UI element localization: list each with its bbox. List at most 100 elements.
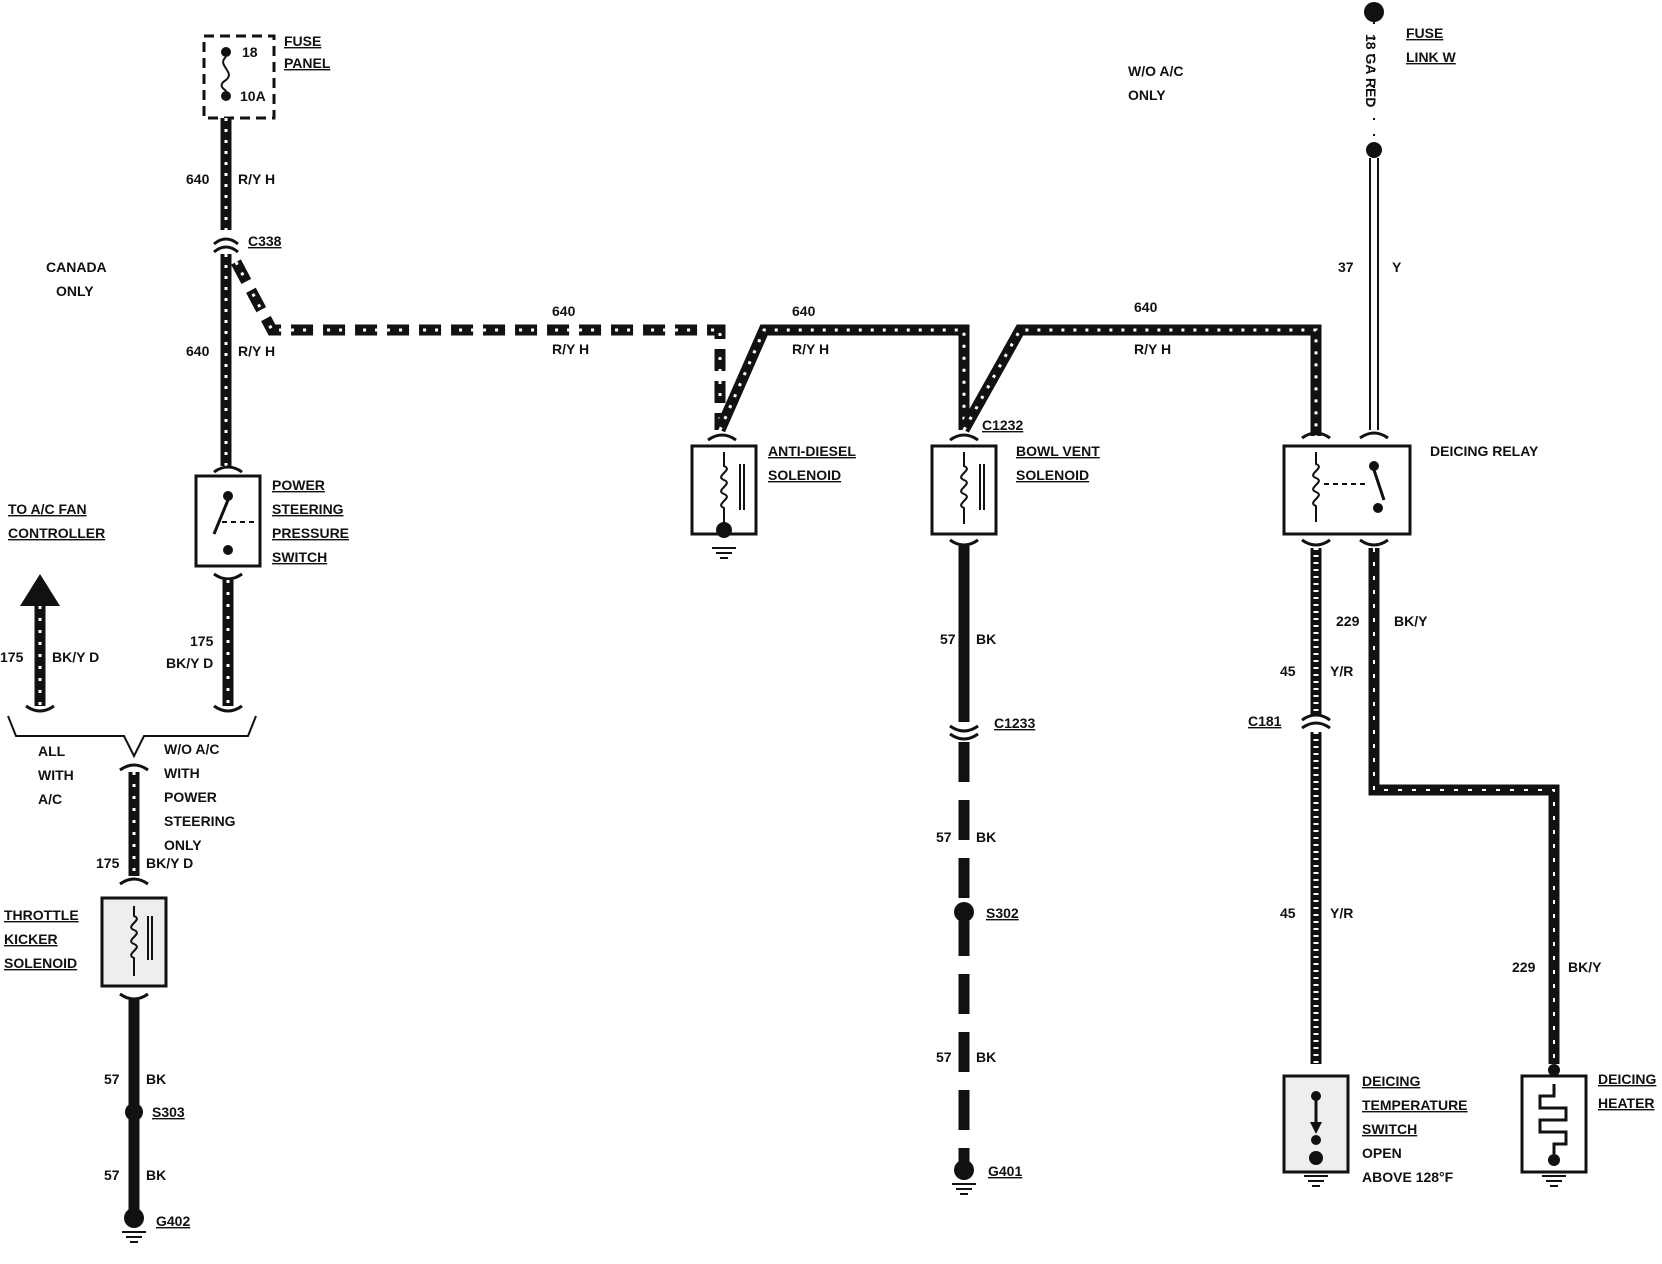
fuse-rating: 10A [240,88,266,104]
wire-640-left-color: R/Y H [238,343,275,359]
anti-diesel-solenoid: ANTI-DIESEL SOLENOID [690,433,856,559]
all-with-ac-3: A/C [38,791,62,807]
fuse-link-w: 18 GA RED FUSE LINK W 37 Y [1338,2,1457,430]
deicing-temperature-switch: DEICING TEMPERATURE SWITCH OPEN ABOVE 12… [1282,1073,1468,1187]
wire-640-a-number: 640 [552,303,576,319]
wo-ac-ps-5: ONLY [164,837,202,853]
wire-57-b-number: 57 [104,1167,120,1183]
wire-229-b-number: 229 [1512,959,1536,975]
temp-switch-label-3: SWITCH [1362,1121,1417,1137]
wire-640-horizontal: 640 R/Y H 640 R/Y H 640 R/Y H [231,259,1322,436]
temp-switch-note-2: ABOVE 128°F [1362,1169,1454,1185]
wire-45-b-number: 45 [1280,905,1296,921]
fuse-panel: 18 10A FUSE PANEL [202,33,331,120]
temp-switch-label-2: TEMPERATURE [1362,1097,1468,1113]
deicing-relay-label: DEICING RELAY [1430,443,1539,459]
wo-ac-ps-2: WITH [164,765,200,781]
temp-switch-label-1: DEICING [1362,1073,1420,1089]
deicing-relay: DEICING RELAY [1282,431,1539,547]
deicing-heater: DEICING HEATER [1520,1064,1656,1187]
ground-g401: G401 [988,1163,1022,1179]
connector-c338: C338 [248,233,282,249]
anti-diesel-label-2: SOLENOID [768,467,841,483]
wire-57-c-color: BK [976,631,996,647]
wire-175-low-number: 175 [96,855,120,871]
fuse-panel-label-2: PANEL [284,55,331,71]
ps-switch-label-2: STEERING [272,501,344,517]
connector-c1233: C1233 [994,715,1035,731]
fuse-link-label-1: FUSE [1406,25,1443,41]
ps-switch-label-4: SWITCH [272,549,327,565]
heater-label-1: DEICING [1598,1071,1656,1087]
connector-c181: C181 [1248,713,1282,729]
fuse-panel-label-1: FUSE [284,33,321,49]
wire-57-e-number: 57 [936,1049,952,1065]
wire-640-c-number: 640 [1134,299,1158,315]
wire-57-c-number: 57 [940,631,956,647]
wire-45: 45 Y/R C181 45 Y/R [1248,548,1353,1064]
wire-640-c-color: R/Y H [1134,341,1171,357]
wire-175-mid-number: 175 [190,633,214,649]
throttle-kicker-label-3: SOLENOID [4,955,77,971]
wire-175-low-color: BK/Y D [146,855,193,871]
wo-ac-only-1: W/O A/C [1128,63,1183,79]
canada-only-1: CANADA [46,259,107,275]
wire-640-b-number: 640 [792,303,816,319]
wo-ac-ps-1: W/O A/C [164,741,219,757]
wire-37-color: Y [1392,259,1402,275]
ground-g402: G402 [156,1213,190,1229]
wire-229-a-number: 229 [1336,613,1360,629]
wire-640-left: 640 R/Y H C338 640 R/Y H [186,118,282,466]
wire-57-d-number: 57 [936,829,952,845]
wire-229: 229 BK/Y 229 BK/Y [1336,548,1602,1064]
all-with-ac-1: ALL [38,743,66,759]
splice-s303: S303 [152,1104,185,1120]
canada-only-2: ONLY [56,283,94,299]
wire-57-b-color: BK [146,1167,166,1183]
wire-640-top-number: 640 [186,171,210,187]
wire-45-a-number: 45 [1280,663,1296,679]
power-steering-pressure-switch: POWER STEERING PRESSURE SWITCH [194,465,349,581]
ac-fan-label-2: CONTROLLER [8,525,105,541]
wire-640-a-color: R/Y H [552,341,589,357]
all-with-ac-2: WITH [38,767,74,783]
throttle-kicker-label-2: KICKER [4,931,58,947]
throttle-kicker-label-1: THROTTLE [4,907,79,923]
wire-229-b-color: BK/Y [1568,959,1602,975]
wo-ac-only-2: ONLY [1128,87,1166,103]
wire-229-a-color: BK/Y [1394,613,1428,629]
wire-57-d-color: BK [976,829,996,845]
wire-640-top-color: R/Y H [238,171,275,187]
wire-57-a-number: 57 [104,1071,120,1087]
wo-ac-ps-3: POWER [164,789,217,805]
fuse-link-wire-label: 18 GA RED [1363,34,1379,107]
ps-switch-label-1: POWER [272,477,325,493]
fuse-link-label-2: LINK W [1406,49,1457,65]
splice-s302: S302 [986,905,1019,921]
anti-diesel-label-1: ANTI-DIESEL [768,443,856,459]
bowl-vent-solenoid: C1232 BOWL VENT SOLENOID 57 BK C1233 57 … [930,417,1100,1195]
wire-45-a-color: Y/R [1330,663,1353,679]
wire-57-a-color: BK [146,1071,166,1087]
wire-175-left-color: BK/Y D [52,649,99,665]
wire-175-left-number: 175 [0,649,24,665]
wo-ac-ps-4: STEERING [164,813,236,829]
bowl-vent-label-1: BOWL VENT [1016,443,1100,459]
connector-c1232: C1232 [982,417,1023,433]
wire-37-number: 37 [1338,259,1354,275]
temp-switch-note-1: OPEN [1362,1145,1402,1161]
wire-640-left-number: 640 [186,343,210,359]
fuse-number: 18 [242,44,258,60]
wire-175-mid-color: BK/Y D [166,655,213,671]
throttle-kicker-solenoid: THROTTLE KICKER SOLENOID 57 BK S303 57 B… [4,896,190,1243]
wire-57-e-color: BK [976,1049,996,1065]
wire-175: 175 BK/Y D 175 BK/Y D TO A/C FAN CONTROL… [0,501,257,886]
bowl-vent-label-2: SOLENOID [1016,467,1089,483]
wire-45-b-color: Y/R [1330,905,1353,921]
ps-switch-label-3: PRESSURE [272,525,349,541]
ac-fan-label-1: TO A/C FAN [8,501,87,517]
wire-640-b-color: R/Y H [792,341,829,357]
heater-label-2: HEATER [1598,1095,1655,1111]
